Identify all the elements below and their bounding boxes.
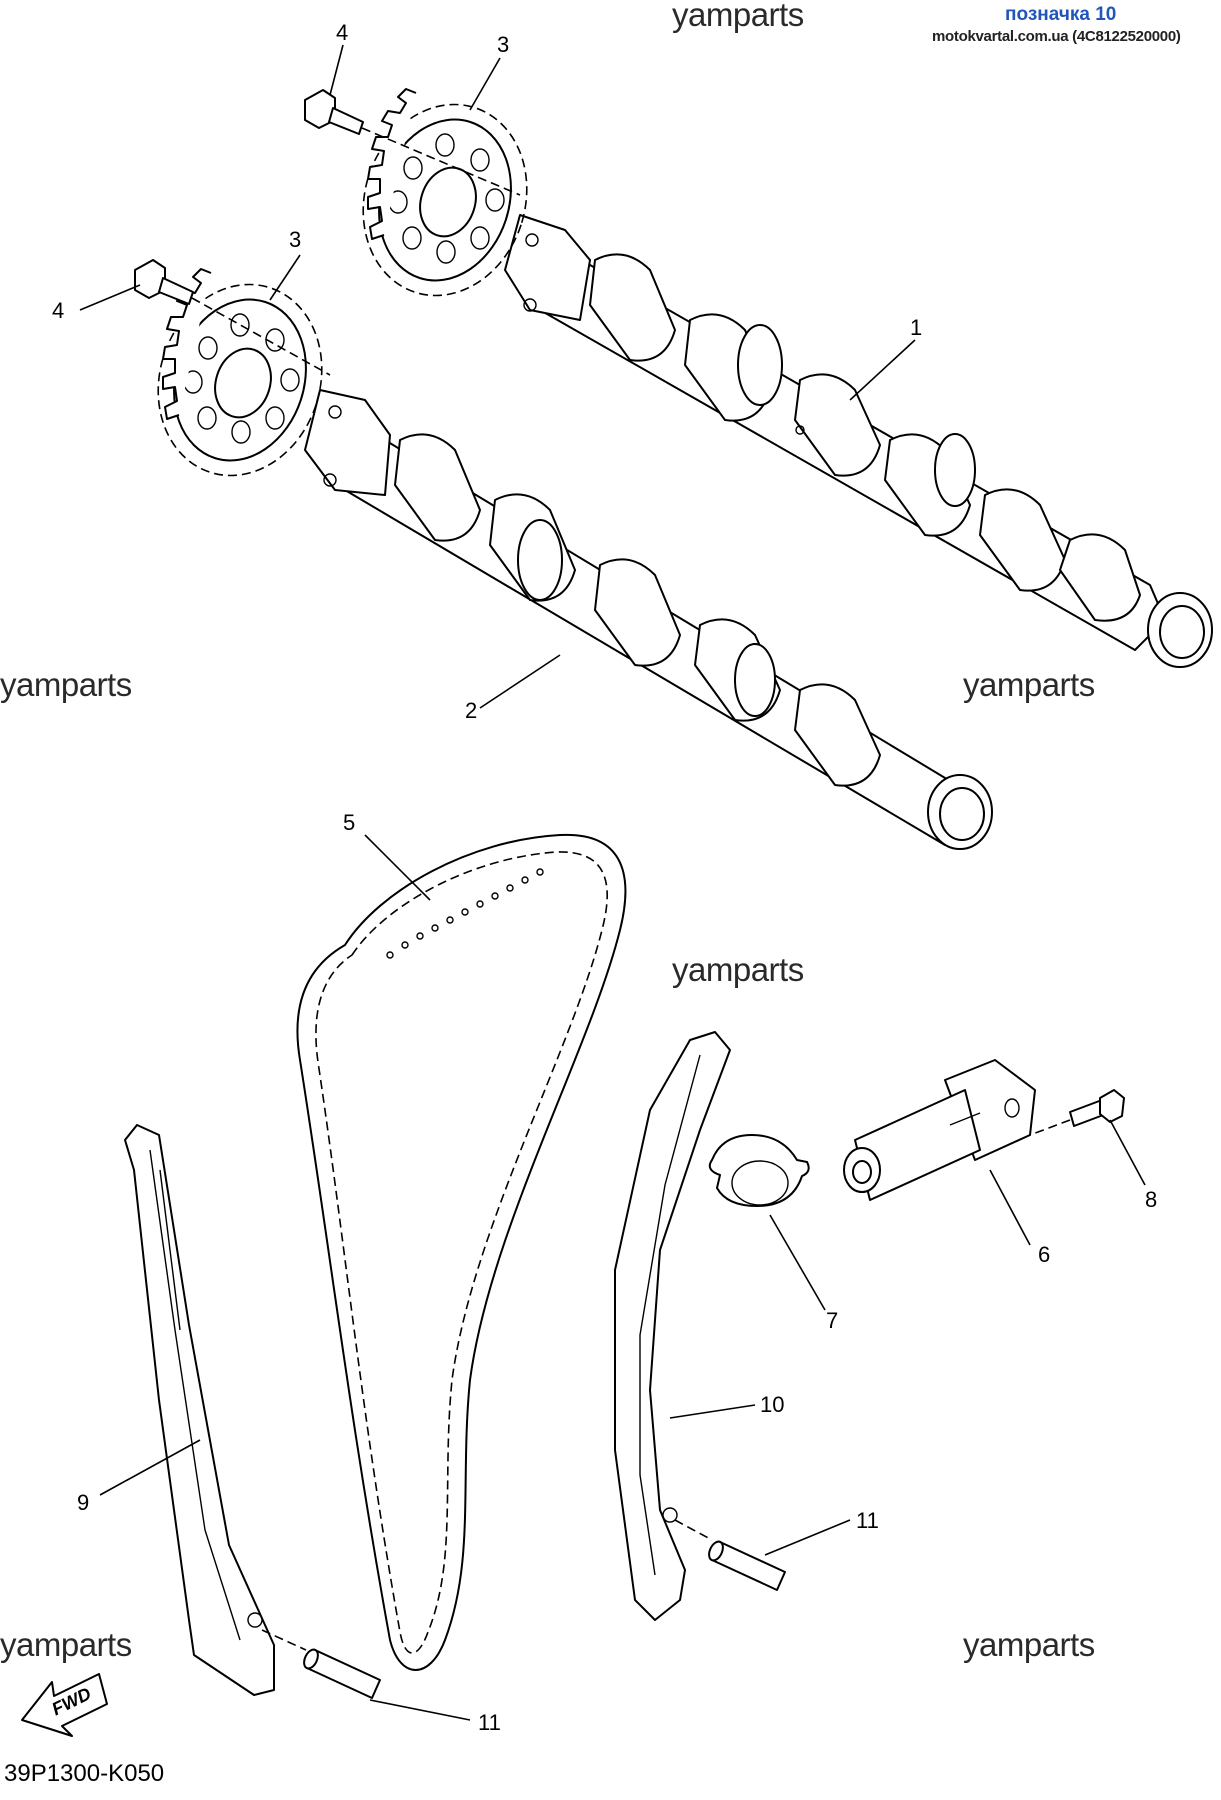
callout-labels: 1 2 3 3 4 4 5 6 7 8 9 10 11 11 (52, 20, 1157, 1735)
callout-9: 9 (77, 1490, 89, 1515)
fwd-arrow: FWD (21, 1673, 108, 1737)
callout-4-lower: 4 (52, 298, 64, 323)
bolt-4-lower (134, 259, 331, 376)
tensioner-guide-10 (614, 1031, 731, 1621)
header-source: motokvartal.com.ua (4C8122520000) (932, 28, 1181, 45)
callout-5: 5 (343, 810, 355, 835)
header-tag: позначка 10 (1005, 4, 1117, 25)
leader-lines (79, 44, 1146, 1721)
sprocket-3-lower (157, 268, 323, 477)
watermark: yamparts (672, 0, 804, 33)
callout-10: 10 (760, 1392, 784, 1417)
watermark: yamparts (0, 666, 132, 703)
cam-chain-tensioner-6 (843, 1059, 1036, 1201)
callout-2: 2 (465, 698, 477, 723)
diagram-code: 39P1300-K050 (4, 1760, 165, 1787)
callout-1: 1 (910, 315, 922, 340)
watermark: yamparts (963, 666, 1095, 703)
camshaft-2 (304, 389, 993, 850)
callout-11-right: 11 (856, 1508, 879, 1533)
camshaft-1 (504, 214, 1213, 668)
chain-guide-9 (124, 1124, 275, 1696)
callout-8: 8 (1145, 1187, 1157, 1212)
callout-6: 6 (1038, 1242, 1050, 1267)
callout-7: 7 (826, 1308, 838, 1333)
callout-3-upper: 3 (497, 32, 509, 57)
watermark: yamparts (672, 951, 804, 988)
sprocket-3-upper (362, 88, 528, 297)
pin-11-left (261, 1629, 381, 1699)
gasket-7 (708, 1134, 810, 1207)
pin-11-right (674, 1519, 786, 1591)
timing-chain-5 (296, 833, 627, 1671)
callout-11-left: 11 (478, 1710, 501, 1735)
watermark: yamparts (963, 1626, 1095, 1663)
bolt-8 (1029, 1089, 1125, 1136)
callout-4-upper: 4 (336, 20, 348, 45)
bolt-4-upper (304, 89, 521, 196)
callout-3-lower: 3 (289, 227, 301, 252)
watermark: yamparts (0, 1626, 132, 1663)
